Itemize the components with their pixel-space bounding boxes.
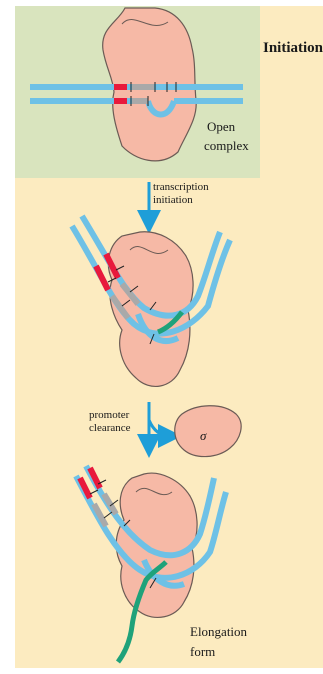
elongation-label-line1: Elongation — [190, 624, 248, 639]
promoter-top-1 — [114, 84, 127, 90]
open-complex-label-line1: Open — [207, 119, 236, 134]
elongation-label-line2: form — [190, 644, 215, 659]
step1-label-line1: transcription — [153, 181, 209, 193]
opened-bottom-1 — [132, 98, 148, 104]
sigma-label: σ — [200, 428, 207, 443]
step1-label-line2: initiation — [153, 194, 193, 206]
step2-label-line1: promoter — [89, 409, 130, 421]
promoter-bottom-1 — [114, 98, 127, 104]
step2-label-line2: clearance — [89, 422, 131, 434]
title: Initiation — [263, 40, 323, 56]
opened-top-1 — [132, 84, 154, 90]
open-complex-label-line2: complex — [204, 138, 249, 153]
polymerase-3 — [116, 473, 197, 617]
